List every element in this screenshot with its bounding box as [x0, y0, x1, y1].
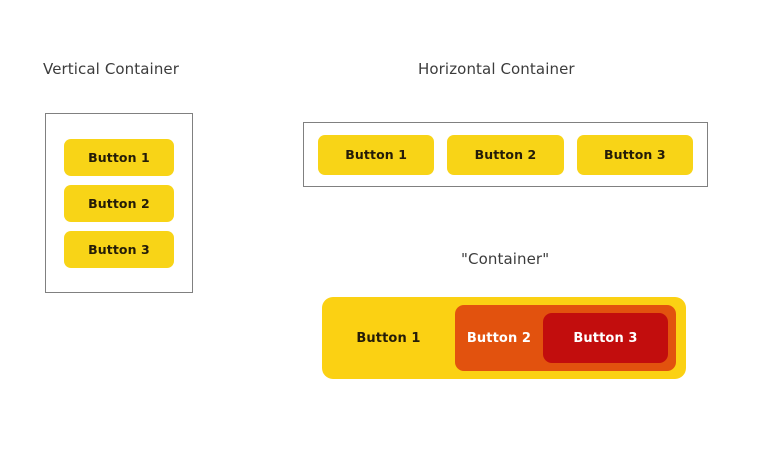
nested-container-caption: "Container"	[461, 250, 550, 268]
horizontal-container-caption: Horizontal Container	[418, 60, 575, 78]
horizontal-button-2[interactable]: Button 2	[447, 134, 564, 175]
horizontal-button-1[interactable]: Button 1	[318, 134, 435, 175]
nested-button-3[interactable]: Button 3	[543, 313, 668, 363]
nested-button-2-label: Button 2	[466, 330, 532, 346]
horizontal-button-3[interactable]: Button 3	[576, 134, 693, 175]
vertical-container-caption: Vertical Container	[43, 60, 180, 78]
vertical-container: Button 1 Button 2 Button 3	[45, 113, 193, 293]
nested-button-1[interactable]: Button 1 Button 2 Button 3	[322, 297, 686, 379]
nested-button-3-label: Button 3	[573, 330, 638, 346]
vertical-button-3[interactable]: Button 3	[64, 230, 174, 268]
horizontal-container: Button 1 Button 2 Button 3	[303, 122, 708, 187]
nested-button-1-label: Button 1	[356, 330, 421, 346]
vertical-button-2[interactable]: Button 2	[64, 184, 174, 222]
vertical-button-1[interactable]: Button 1	[64, 138, 174, 176]
nested-button-2[interactable]: Button 2 Button 3	[455, 305, 676, 371]
